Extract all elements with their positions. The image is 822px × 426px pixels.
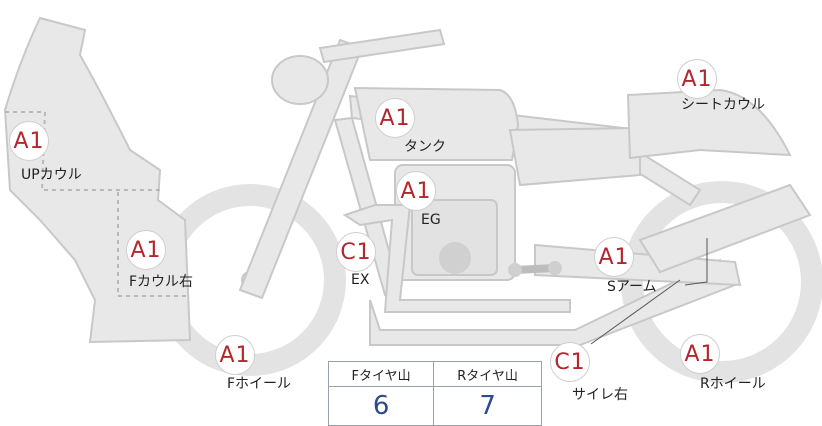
chain-bolt-1	[508, 263, 522, 277]
headlight	[271, 55, 329, 105]
up-cowl-grade: A1	[9, 121, 49, 161]
engine-label: EG	[421, 212, 441, 228]
tank-label: タンク	[404, 139, 446, 155]
seam-side	[117, 192, 188, 297]
rear-tread-header: Rタイヤ山	[433, 361, 542, 387]
exhaust-label: EX	[351, 272, 370, 288]
engine-grade: A1	[396, 171, 436, 211]
tread-value-row: 6 7	[327, 386, 542, 426]
swingarm-grade: A1	[594, 237, 634, 277]
f-wheel-grade: A1	[215, 335, 255, 375]
up-cowl-label: UPカウル	[21, 167, 82, 183]
tank-grade: A1	[375, 98, 415, 138]
silencer-r-grade: C1	[550, 342, 590, 382]
silencer-r-label: サイレ右	[572, 387, 628, 403]
tread-header-row: Fタイヤ山 Rタイヤ山	[327, 361, 542, 387]
leader-swingarm	[684, 238, 708, 286]
front-tread-header: Fタイヤ山	[327, 361, 435, 387]
seat-cowl-label: シートカウル	[681, 97, 765, 113]
tire-tread-table: Fタイヤ山 Rタイヤ山 6 7	[327, 361, 542, 426]
leader-silencer	[590, 279, 681, 345]
exhaust-pipe	[342, 204, 571, 313]
handlebar	[318, 28, 446, 64]
exhaust-grade: C1	[336, 232, 376, 272]
swingarm-label: Sアーム	[607, 279, 657, 295]
seat-cowl-shape	[626, 88, 792, 160]
engine-cover	[411, 199, 498, 276]
silencer-shape	[638, 183, 812, 274]
seat-shape	[508, 126, 641, 187]
chain-bolt-2	[548, 261, 562, 275]
front-tread-value: 6	[327, 386, 435, 426]
seat-cowl-grade: A1	[677, 59, 717, 99]
seam-upper	[5, 111, 160, 191]
r-wheel-grade: A1	[680, 334, 720, 374]
rear-tread-value: 7	[433, 386, 542, 426]
rear-wheel-shape	[621, 181, 822, 383]
f-cowl-right-grade: A1	[126, 230, 166, 270]
f-cowl-right-label: Fカウル右	[129, 274, 194, 290]
f-wheel-label: Fホイール	[227, 376, 292, 392]
engine-case	[439, 242, 471, 274]
r-wheel-label: Rホイール	[700, 376, 766, 392]
